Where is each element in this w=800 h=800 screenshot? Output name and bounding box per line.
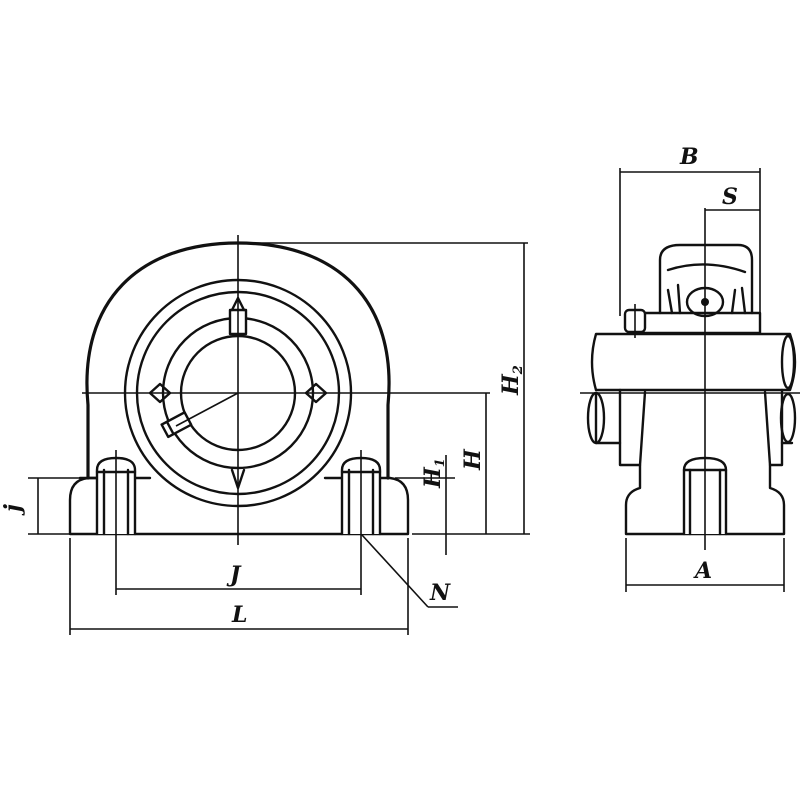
dim-label-B: B xyxy=(679,144,699,170)
side-view xyxy=(580,208,800,550)
dim-label-L: L xyxy=(231,602,247,628)
shaft xyxy=(590,332,797,392)
side-dimensions: B S A xyxy=(619,144,785,592)
dim-label-J: J xyxy=(226,562,242,588)
dim-label-H2: H2 xyxy=(498,365,526,396)
dim-label-A: A xyxy=(693,558,712,584)
bolt-left xyxy=(95,450,137,545)
dim-label-H1: H1 xyxy=(420,458,448,489)
front-dimensions: j J L N H1 H H2 xyxy=(0,242,530,635)
bolt-right xyxy=(340,450,382,545)
front-view xyxy=(68,235,490,545)
dim-label-N: N xyxy=(429,580,451,606)
dim-label-H: H xyxy=(460,448,486,471)
dim-label-S: S xyxy=(722,184,738,210)
dim-label-j: j xyxy=(0,504,26,516)
